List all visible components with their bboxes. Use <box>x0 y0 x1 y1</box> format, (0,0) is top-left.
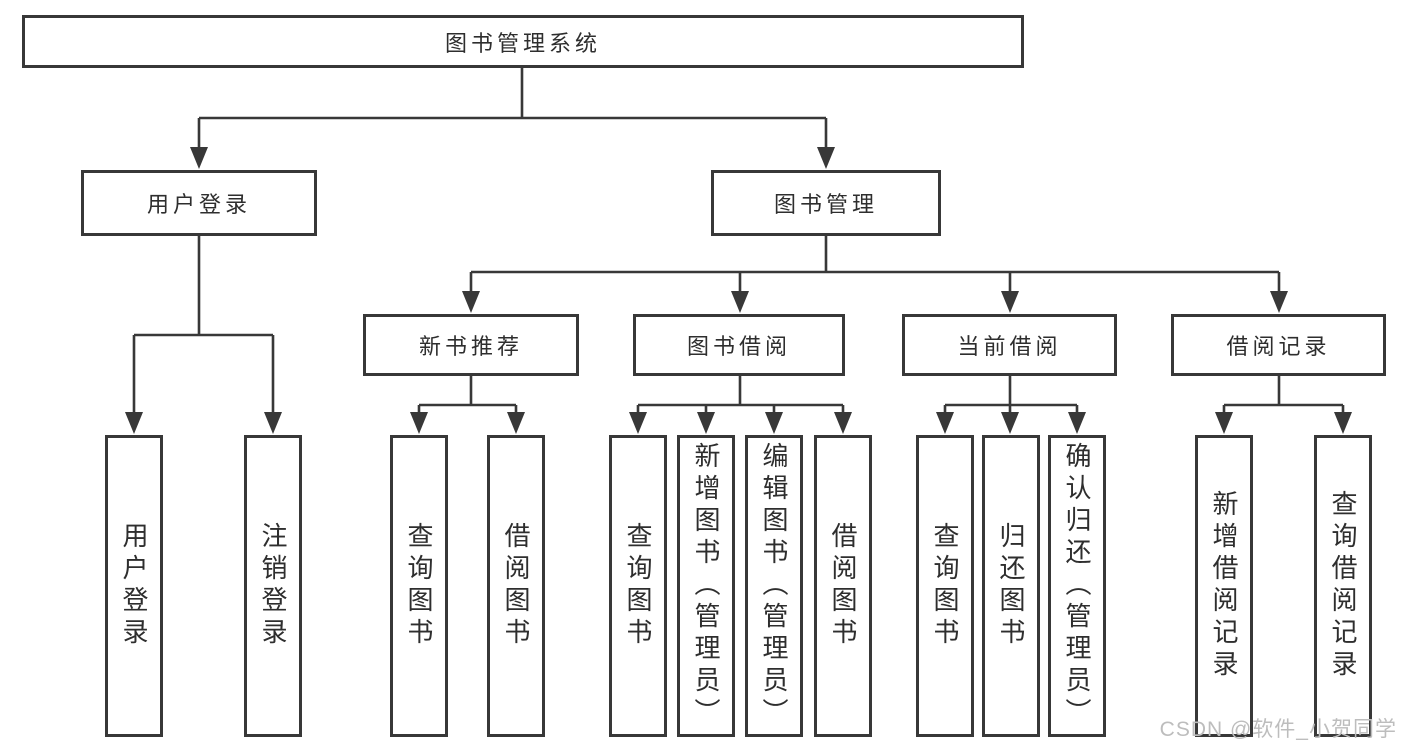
node-current-borrow-label: 当前借阅 <box>957 334 1062 359</box>
leaf-query-books-recommend-label: 查询图书 <box>404 522 434 650</box>
leaf-add-borrow-record: 新增借阅记录 <box>1195 435 1253 737</box>
leaf-query-books-current-label: 查询图书 <box>930 522 960 650</box>
leaf-borrow-books-label: 借阅图书 <box>828 522 858 650</box>
leaf-query-books-current: 查询图书 <box>916 435 974 737</box>
leaf-confirm-return-admin: 确认归还（管理员） <box>1048 435 1106 737</box>
leaf-query-borrow-record: 查询借阅记录 <box>1314 435 1372 737</box>
leaf-user-login-label: 用户登录 <box>119 522 149 650</box>
leaf-return-books: 归还图书 <box>982 435 1040 737</box>
node-user-login-label: 用户登录 <box>146 192 251 217</box>
node-root: 图书管理系统 <box>22 15 1024 68</box>
leaf-borrow-books-recommend-label: 借阅图书 <box>501 522 531 650</box>
leaf-confirm-return-admin-label: 确认归还（管理员） <box>1062 442 1092 730</box>
csdn-watermark: CSDN @软件_小贺同学 <box>1159 718 1397 741</box>
leaf-query-books-borrow: 查询图书 <box>609 435 667 737</box>
leaf-borrow-books: 借阅图书 <box>814 435 872 737</box>
node-user-login: 用户登录 <box>81 170 317 236</box>
node-new-book-recommend: 新书推荐 <box>363 314 579 376</box>
leaf-logout-label: 注销登录 <box>258 522 288 650</box>
leaf-add-books-admin: 新增图书（管理员） <box>677 435 735 737</box>
leaf-edit-books-admin: 编辑图书（管理员） <box>745 435 803 737</box>
node-borrow-records-label: 借阅记录 <box>1226 334 1331 359</box>
node-root-label: 图书管理系统 <box>444 30 601 56</box>
node-current-borrow: 当前借阅 <box>902 314 1117 376</box>
node-book-management-label: 图书管理 <box>773 192 878 217</box>
node-book-management: 图书管理 <box>711 170 941 236</box>
leaf-borrow-books-recommend: 借阅图书 <box>487 435 545 737</box>
connector-lines <box>132 68 1345 416</box>
node-book-borrow: 图书借阅 <box>633 314 845 376</box>
leaf-add-books-admin-label: 新增图书（管理员） <box>691 442 721 730</box>
leaf-return-books-label: 归还图书 <box>996 522 1026 650</box>
leaf-logout: 注销登录 <box>244 435 302 737</box>
leaf-edit-books-admin-label: 编辑图书（管理员） <box>759 442 789 730</box>
leaf-add-borrow-record-label: 新增借阅记录 <box>1209 490 1239 682</box>
node-book-borrow-label: 图书借阅 <box>686 334 791 359</box>
leaf-query-books-borrow-label: 查询图书 <box>623 522 653 650</box>
leaf-query-borrow-record-label: 查询借阅记录 <box>1328 490 1358 682</box>
leaf-query-books-recommend: 查询图书 <box>390 435 448 737</box>
node-new-book-recommend-label: 新书推荐 <box>418 334 523 359</box>
node-borrow-records: 借阅记录 <box>1171 314 1386 376</box>
leaf-user-login: 用户登录 <box>105 435 163 737</box>
